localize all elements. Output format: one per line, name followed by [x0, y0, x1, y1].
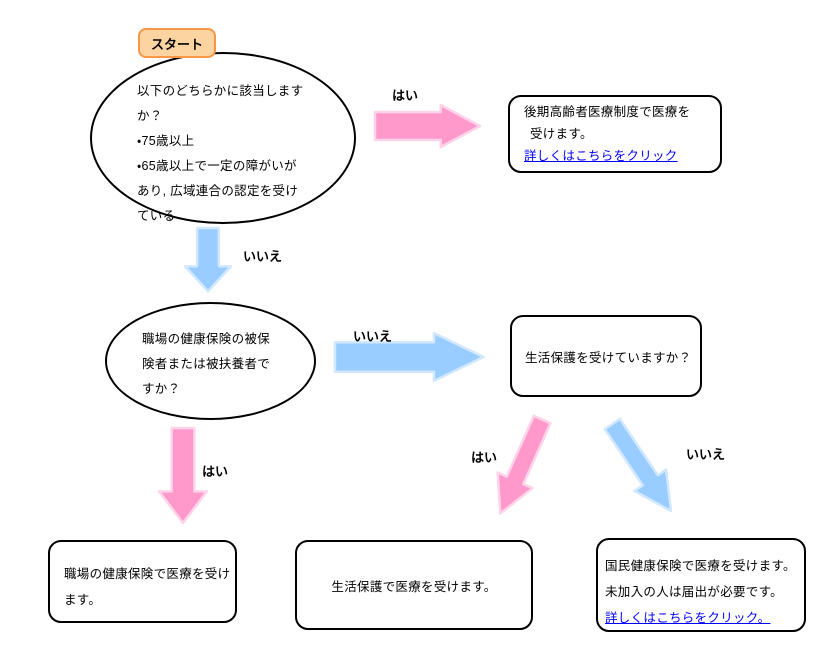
arrow-q1-no-icon: [184, 228, 232, 292]
kouki-line1: 後期高齢者医療制度で医療を: [524, 105, 691, 119]
decision-eligibility-text: 以下のどちらかに該当します か？ ・75歳以上 ・65歳以上で一定の障がいが あ…: [137, 84, 304, 223]
label-q2-no: いいえ: [353, 329, 393, 344]
kokumin-line1: 国民健康保険で医療を受けます。: [605, 559, 796, 573]
kouki-line2: 受けます。: [530, 127, 593, 141]
label-q2-yes: はい: [202, 464, 229, 479]
kokumin-line2: 未加入の人は届出が必要です。: [605, 585, 783, 599]
label-q3-yes: はい: [471, 450, 498, 465]
result-shokuba-text: 職場の健康保険で医療を受け ます。: [64, 567, 231, 607]
result-kokumin-box: 国民健康保険で医療を受けます。 未加入の人は届出が必要です。 詳しくはこちらをク…: [596, 538, 806, 632]
label-q1-yes: はい: [392, 88, 419, 103]
kokumin-details-link[interactable]: 詳しくはこちらをクリック。: [605, 611, 771, 625]
arrow-q3-no-icon: [596, 413, 688, 523]
kouki-details-link[interactable]: 詳しくはこちらをクリック: [524, 149, 678, 163]
decision-workplace-insurance-ellipse: 職場の健康保険の被保 険者または被扶養者で すか？: [105, 302, 316, 420]
start-badge: スタート: [138, 28, 216, 58]
result-shokuba-box: 職場の健康保険で医療を受け ます。: [48, 540, 237, 623]
result-seikatsu-text: 生活保護で医療を受けます。: [331, 579, 497, 594]
label-q1-no: いいえ: [243, 249, 283, 264]
arrow-q3-yes-icon: [482, 411, 561, 522]
decision-welfare-box: 生活保護を受けていますか？: [510, 315, 702, 397]
label-q3-no: いいえ: [686, 447, 726, 462]
arrow-q2-yes-icon: [158, 428, 208, 524]
arrow-q1-yes-icon: [375, 104, 481, 148]
decision-welfare-text: 生活保護を受けていますか？: [525, 350, 692, 365]
result-kouki-box: 後期高齢者医療制度で医療を 受けます。 詳しくはこちらをクリック: [508, 95, 722, 173]
decision-eligibility-ellipse: 以下のどちらかに該当します か？ ・75歳以上 ・65歳以上で一定の障がいが あ…: [90, 52, 356, 224]
decision-workplace-insurance-text: 職場の健康保険の被保 険者または被扶養者で すか？: [142, 332, 271, 396]
arrow-q2-no-icon: [335, 332, 485, 382]
result-seikatsu-box: 生活保護で医療を受けます。: [295, 540, 533, 630]
